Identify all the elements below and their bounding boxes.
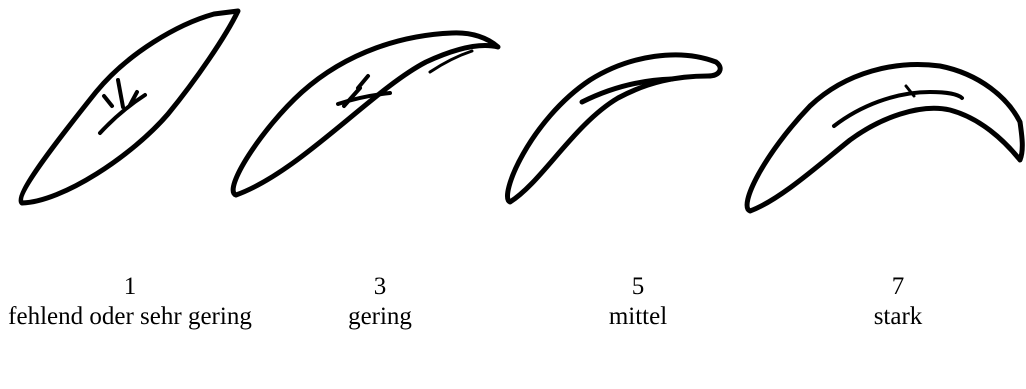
panel-5-caption: 5 mittel <box>538 272 738 332</box>
panel-3-caption: 3 gering <box>280 272 480 332</box>
panel-7-label: stark <box>873 303 923 330</box>
panel-5-label: mittel <box>608 303 668 330</box>
panel-7-caption: 7 stark <box>798 272 998 332</box>
panel-3-label: gering <box>348 303 412 330</box>
leaf-drawing-5 <box>505 52 723 205</box>
panel-1-label: fehlend oder sehr gering <box>8 303 252 330</box>
panel-1-code: 1 <box>123 273 137 300</box>
leaf-drawing-3 <box>230 30 501 198</box>
panel-7-code: 7 <box>891 273 905 300</box>
leaf-drawing-7 <box>744 62 1025 214</box>
leaf-drawing-1 <box>18 8 241 206</box>
leaf-curvature-drawings <box>18 8 1025 214</box>
panel-3-code: 3 <box>373 273 387 300</box>
panel-5-code: 5 <box>631 273 645 300</box>
panel-1-caption: 1 fehlend oder sehr gering <box>0 272 260 332</box>
